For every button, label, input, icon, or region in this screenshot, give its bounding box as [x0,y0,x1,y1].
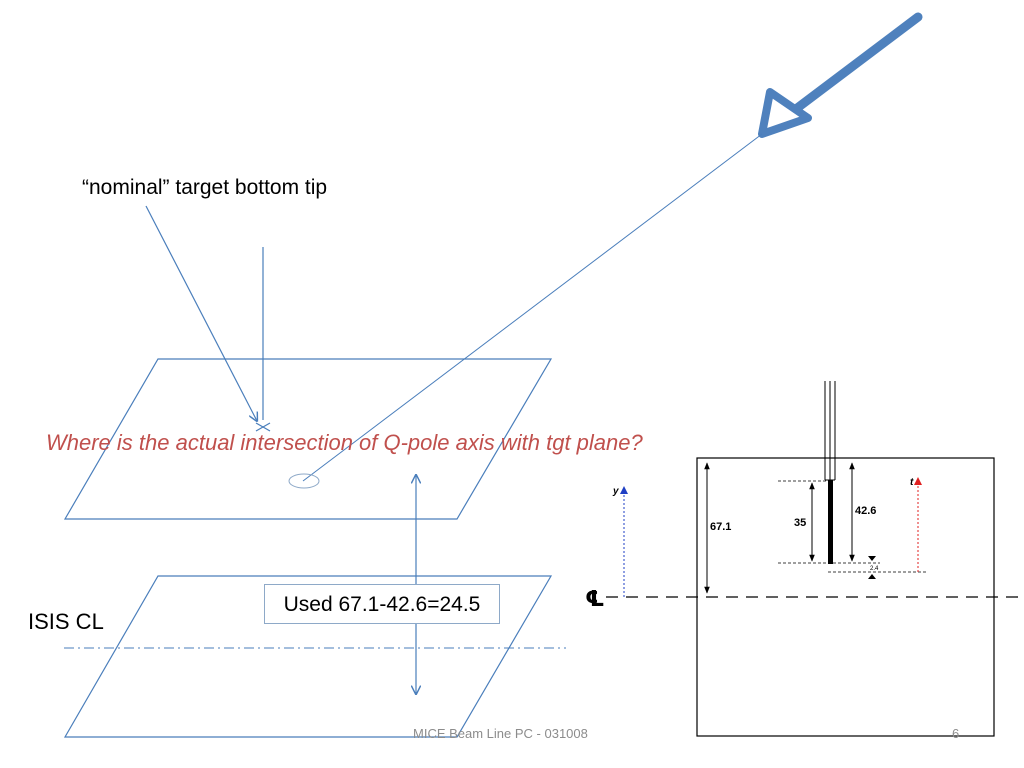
centerline-symbol: ℄ [585,587,605,612]
used-formula-box: Used 67.1-42.6=24.5 [264,584,500,624]
dim-35-label: 35 [794,517,806,529]
dim-42-6-label: 42.6 [855,505,876,517]
dim-67-1-label: 67.1 [710,521,731,533]
big-blue-arrow [758,12,923,138]
dim-2-4-label: 2.4 [870,566,879,572]
target-blade [828,480,833,564]
beam-axis-line [302,133,763,482]
upper-target-plane [63,358,553,520]
target-tip-x-mark [255,422,271,432]
intersection-ellipse [288,473,320,489]
intersection-question: Where is the actual intersection of Q-po… [46,430,643,455]
nominal-tip-label: “nominal” target bottom tip [82,176,328,199]
isis-cl-label: ISIS CL [28,609,104,634]
page-number: 6 [952,726,960,741]
slide-footer: MICE Beam Line PC - 031008 [413,726,588,741]
inset-target-drawing [620,381,995,737]
y-axis-label: y [612,486,619,497]
t-axis-label: t [910,477,914,488]
nominal-pointer-arrow [145,205,257,421]
